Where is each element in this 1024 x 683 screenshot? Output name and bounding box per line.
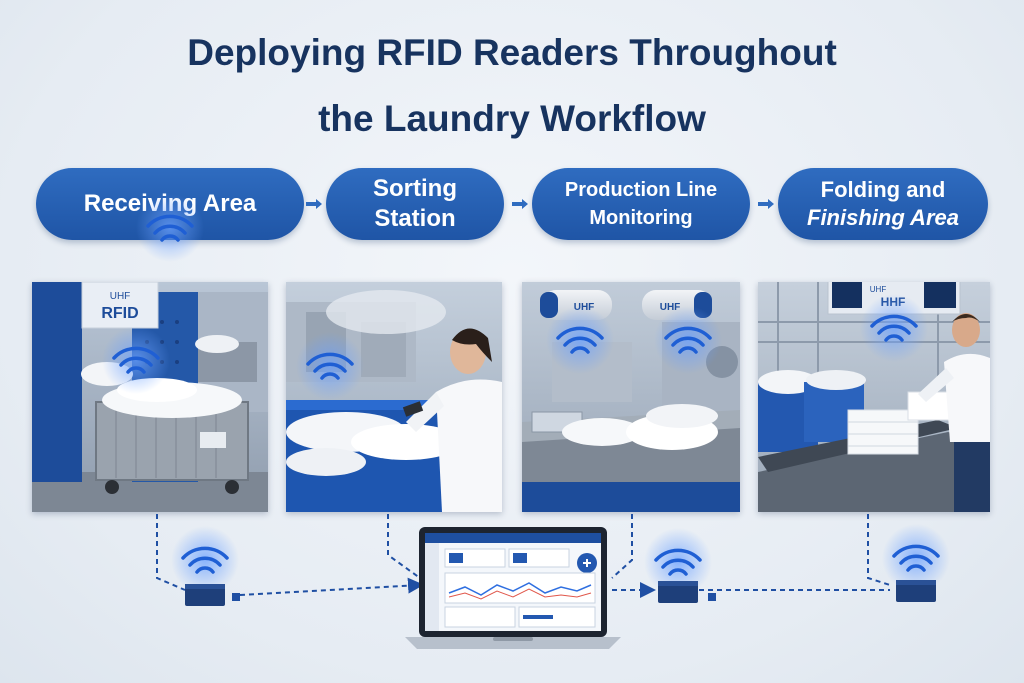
laptop-icon [405,527,621,649]
stage-label: Receiving Area [83,190,257,217]
arrow-right-icon [306,199,322,209]
photo-folding-finishing: UHF HHF [758,282,990,512]
page-title-line-2: the Laundry Workflow [318,98,706,139]
stage-label-line-2: Monitoring [589,207,693,229]
photo-sorting-station [286,282,502,512]
reader-label: UHF [574,302,595,313]
stage-label-line-1: Sorting [373,175,457,202]
rfid-reader-box-icon [658,581,698,603]
stage-label-line-1: Folding and [820,177,946,202]
photo-production-line: UHF UHF [522,282,740,512]
sign-text-small: UHF [110,291,131,302]
stage-sorting-station: Sorting Station [326,168,504,240]
rfid-reader-box-icon [185,584,225,606]
stage-production-line-monitoring: Production Line Monitoring [532,168,750,240]
stage-receiving-area: Receiving Area [36,168,304,240]
wifi-signal-icon [642,526,714,598]
photo-receiving-area: UHF RFID [32,282,268,512]
reader-label: UHF [660,302,681,313]
page-title-line-1: Deploying RFID Readers Throughout [187,32,837,73]
stage-label-line-2: Station [374,205,456,232]
rfid-reader-box-icon [896,580,936,602]
wifi-signal-icon [169,524,241,596]
wifi-signal-icon [880,522,952,594]
sign-text-small: UHF [870,285,887,294]
sign-text-big: HHF [881,295,906,309]
stage-folding-finishing-area: Folding and Finishing Area [778,168,988,240]
arrow-right-icon [758,199,774,209]
sign-text-big: RFID [101,305,138,322]
arrow-right-icon [512,199,528,209]
stage-label-line-2: Finishing Area [807,205,959,230]
stage-label-line-1: Production Line [564,179,718,201]
